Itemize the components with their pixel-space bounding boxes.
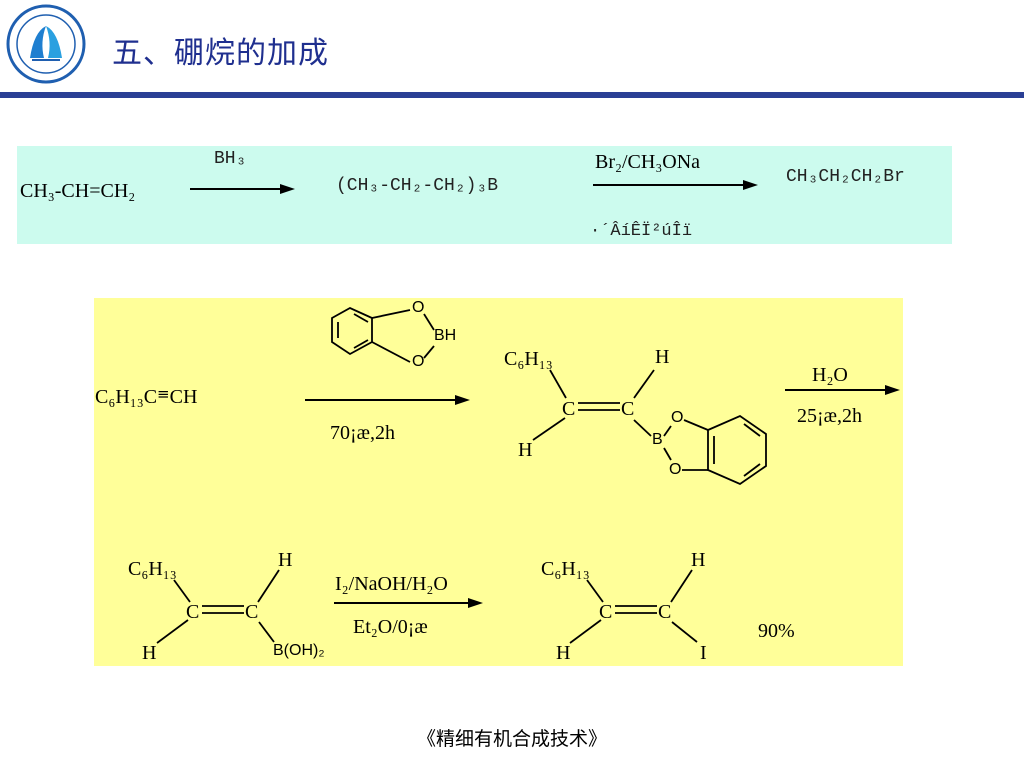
yield-label: 90% bbox=[758, 620, 795, 642]
catecholborane-o-bottom: O bbox=[412, 353, 425, 370]
intermediate-aromatic-bond bbox=[743, 463, 761, 477]
vinyl-iodide-h-bottom: H bbox=[556, 642, 571, 664]
boronic-acid-c-right: C bbox=[245, 601, 259, 623]
arrowhead-2 bbox=[743, 180, 758, 190]
intermediate-bond bbox=[633, 419, 652, 437]
bromination-reagent: Br₂/CH₃ONa bbox=[595, 151, 701, 173]
octyne-reactant: C₆H₁₃C≡CH bbox=[95, 385, 198, 408]
catecholborane-ring-bond bbox=[371, 341, 411, 363]
intermediate-bond bbox=[683, 419, 709, 431]
vinyl-iodide-bond bbox=[670, 569, 693, 603]
university-seal-icon bbox=[6, 4, 86, 84]
intermediate-bond bbox=[549, 369, 567, 399]
iodination-reagent: I₂/NaOH/H₂O bbox=[335, 573, 448, 595]
catecholborane-bh: BH bbox=[434, 327, 457, 344]
intermediate-h-bottom: H bbox=[518, 439, 533, 461]
title-divider bbox=[0, 92, 1024, 98]
intermediate-boron: B bbox=[652, 431, 663, 448]
octyne-hexyl: C₆H₁₃C bbox=[95, 386, 158, 408]
triple-bond-sign: ≡ bbox=[157, 385, 170, 403]
bromination-condition: ·´ÂíÊÏ²úÎï bbox=[590, 222, 693, 241]
catecholborane-aromatic-bond bbox=[353, 313, 369, 323]
vinyl-iodide-h-top: H bbox=[691, 549, 706, 571]
vinyl-iodide-c-right: C bbox=[658, 601, 672, 623]
intermediate-hexyl: C₆H₁₃ bbox=[504, 348, 553, 370]
boronic-acid-h-bottom: H bbox=[142, 642, 157, 664]
hydrolysis-condition: 25¡æ,2h bbox=[797, 405, 862, 427]
vinyl-iodide-hexyl: C₆H₁₃ bbox=[541, 558, 590, 580]
boronic-acid-c-left: C bbox=[186, 601, 200, 623]
vinyl-iodide-bond bbox=[586, 579, 604, 603]
catecholborane-o-top: O bbox=[412, 299, 425, 316]
intermediate-o-top: O bbox=[671, 409, 684, 426]
intermediate-bond bbox=[633, 369, 655, 399]
propene-reactant: CH₃-CH=CH₂ bbox=[20, 180, 136, 202]
arrowhead-4 bbox=[885, 385, 900, 395]
boronic-acid-bond bbox=[173, 579, 191, 603]
intermediate-bond bbox=[532, 417, 566, 441]
intermediate-benzene-ring bbox=[707, 414, 767, 486]
iodination-condition: Et₂O/0¡æ bbox=[353, 616, 428, 638]
intermediate-c-left: C bbox=[562, 398, 576, 420]
intermediate-h-top: H bbox=[655, 346, 670, 368]
page-title: 五、硼烷的加成 bbox=[112, 36, 329, 71]
vinyl-iodide-bond bbox=[671, 621, 698, 643]
octyne-terminal: CH bbox=[169, 386, 198, 408]
hydrolysis-reagent: H₂O bbox=[812, 364, 848, 386]
hydroboration-condition: 70¡æ,2h bbox=[330, 422, 395, 444]
catecholborane-ring-bond bbox=[423, 313, 435, 331]
arrowhead-5 bbox=[468, 598, 483, 608]
boronic-acid-bond bbox=[257, 569, 280, 603]
reaction-2-panel bbox=[94, 298, 903, 666]
intermediate-aromatic-bond bbox=[743, 423, 761, 437]
intermediate-c-right: C bbox=[621, 398, 635, 420]
arrowhead-3 bbox=[455, 395, 470, 405]
intermediate-o-bottom: O bbox=[669, 461, 682, 478]
boronic-acid-h-top: H bbox=[278, 549, 293, 571]
boronic-acid-group: B(OH)₂ bbox=[273, 642, 325, 659]
vinyl-iodide-bond bbox=[569, 619, 602, 644]
arrowhead-1 bbox=[280, 184, 295, 194]
boronic-acid-bond bbox=[258, 621, 275, 643]
vinyl-iodide-iodine: I bbox=[700, 642, 707, 664]
catecholborane-aromatic-bond bbox=[353, 339, 369, 349]
propyl-bromide-product: CH₃CH₂CH₂Br bbox=[786, 167, 905, 187]
bh3-reagent: BH₃ bbox=[214, 149, 247, 169]
boronic-acid-hexyl: C₆H₁₃ bbox=[128, 558, 177, 580]
intermediate-bond bbox=[663, 425, 672, 437]
catecholborane-ring-bond bbox=[423, 345, 435, 359]
catecholborane-ring-bond bbox=[371, 309, 411, 319]
intermediate-bond bbox=[663, 447, 672, 461]
vinyl-iodide-c-left: C bbox=[599, 601, 613, 623]
course-footer: 《精细有机合成技术》 bbox=[416, 728, 607, 750]
tripropylborane-intermediate: (CH₃-CH₂-CH₂)₃B bbox=[336, 176, 499, 196]
reaction-1-panel bbox=[17, 146, 952, 244]
boronic-acid-bond bbox=[156, 619, 189, 644]
